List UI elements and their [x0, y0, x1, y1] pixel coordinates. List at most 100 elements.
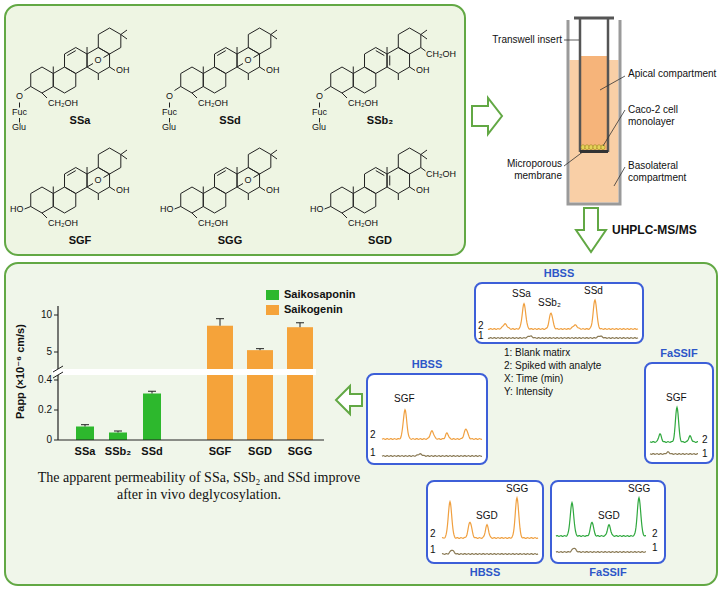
- atom-label: CH₂OH: [198, 218, 228, 229]
- bond: [410, 187, 416, 191]
- tick-label: 5: [26, 346, 52, 358]
- ring: [237, 168, 260, 194]
- membrane: [580, 150, 608, 153]
- x-axis: [58, 439, 324, 440]
- ring: [387, 48, 410, 74]
- break-mark: [53, 366, 63, 372]
- atom-label: O: [95, 55, 102, 66]
- bond: [104, 174, 110, 178]
- bond: [175, 207, 181, 210]
- methyl-bond: [353, 187, 354, 194]
- bond: [169, 118, 170, 123]
- methyl-bond: [387, 47, 388, 54]
- atom-label: CH₂OH: [426, 49, 456, 60]
- methyl-bond: [237, 167, 238, 174]
- ring: [203, 187, 226, 213]
- tick: [54, 410, 58, 411]
- atom-label: Glu: [312, 122, 326, 133]
- ring: [98, 148, 121, 174]
- bond: [175, 87, 181, 91]
- box-fill: [551, 481, 665, 563]
- methyl-bond: [53, 67, 54, 74]
- error-bar: [300, 323, 301, 327]
- bond: [19, 118, 20, 123]
- leader-line: [564, 40, 579, 41]
- atom-label: OH: [266, 185, 280, 196]
- flow-arrow: [576, 208, 606, 252]
- trace-number: 1: [478, 330, 484, 342]
- bond: [254, 174, 260, 178]
- box-fill: [645, 363, 713, 463]
- peak-label: SGF: [394, 393, 415, 405]
- methyl-bond: [387, 167, 388, 174]
- leader-line: [603, 110, 625, 146]
- atom-label: O: [95, 175, 102, 186]
- bond: [325, 207, 331, 210]
- tick-label: 0.4: [26, 374, 52, 386]
- tick: [54, 440, 58, 441]
- bond: [25, 87, 31, 91]
- peak-label: SGG: [506, 483, 528, 495]
- leader-line: [600, 76, 625, 90]
- bond: [19, 103, 20, 108]
- insert-wall: [579, 18, 582, 152]
- box-fill: [5, 5, 465, 255]
- tick: [54, 315, 58, 316]
- structure-skeleton: [181, 28, 277, 93]
- methyl-bond: [98, 194, 99, 201]
- trace-number: 1: [702, 448, 708, 460]
- ring: [65, 168, 88, 194]
- methyl-bond: [87, 47, 88, 54]
- ring: [87, 168, 110, 194]
- atom-label: OH: [116, 185, 130, 196]
- methyl-bond: [121, 35, 127, 40]
- ring: [53, 67, 76, 93]
- ring: [353, 187, 376, 213]
- methyl-bond: [203, 187, 204, 194]
- chromatogram-trace: [488, 336, 638, 338]
- atom-label: CH₂OH: [426, 169, 456, 180]
- ring: [31, 67, 54, 93]
- bar: [247, 350, 273, 440]
- break-mark: [53, 372, 63, 378]
- artwork: [20, 18, 699, 554]
- tick-label: 0.2: [26, 404, 52, 416]
- ring: [248, 28, 271, 54]
- trace-number: 2: [430, 528, 436, 540]
- trace-number: 1: [652, 542, 658, 554]
- atom-label: Glu: [12, 122, 26, 133]
- compound-name: SGF: [69, 234, 92, 247]
- bond: [421, 48, 426, 52]
- ring: [98, 28, 121, 54]
- key-note: X: Time (min): [504, 373, 563, 385]
- tick-label: 10: [26, 309, 52, 321]
- trace-number: 1: [430, 544, 436, 556]
- ring: [237, 48, 260, 74]
- ring: [65, 48, 88, 74]
- chromatogram-trace: [488, 300, 638, 329]
- chromatogram-trace: [650, 452, 698, 455]
- flow-arrow: [472, 98, 502, 134]
- peak-label: SSa: [512, 288, 531, 300]
- error-bar: [220, 319, 221, 326]
- part-label: Apical compartment: [628, 68, 718, 80]
- chromatogram-box: FaSSIFSGF21: [644, 362, 714, 464]
- methyl-bond: [121, 155, 127, 160]
- double-bond: [67, 171, 76, 176]
- atom-label: OH: [416, 185, 430, 196]
- chromatogram-trace: [556, 498, 646, 537]
- box-fill: [5, 263, 717, 585]
- cell: [593, 145, 597, 150]
- atom-label: CH₂OH: [48, 218, 78, 229]
- bond: [237, 64, 243, 68]
- panel-fills: [5, 5, 717, 585]
- peak-label: SSb₂: [538, 297, 561, 309]
- category-label: SSa: [75, 445, 96, 458]
- ring: [331, 67, 354, 93]
- bond: [319, 103, 320, 108]
- atom-label: Fuc: [162, 107, 177, 118]
- bar: [287, 327, 313, 440]
- methyl-bond: [121, 150, 127, 155]
- methyl-bond: [248, 194, 249, 201]
